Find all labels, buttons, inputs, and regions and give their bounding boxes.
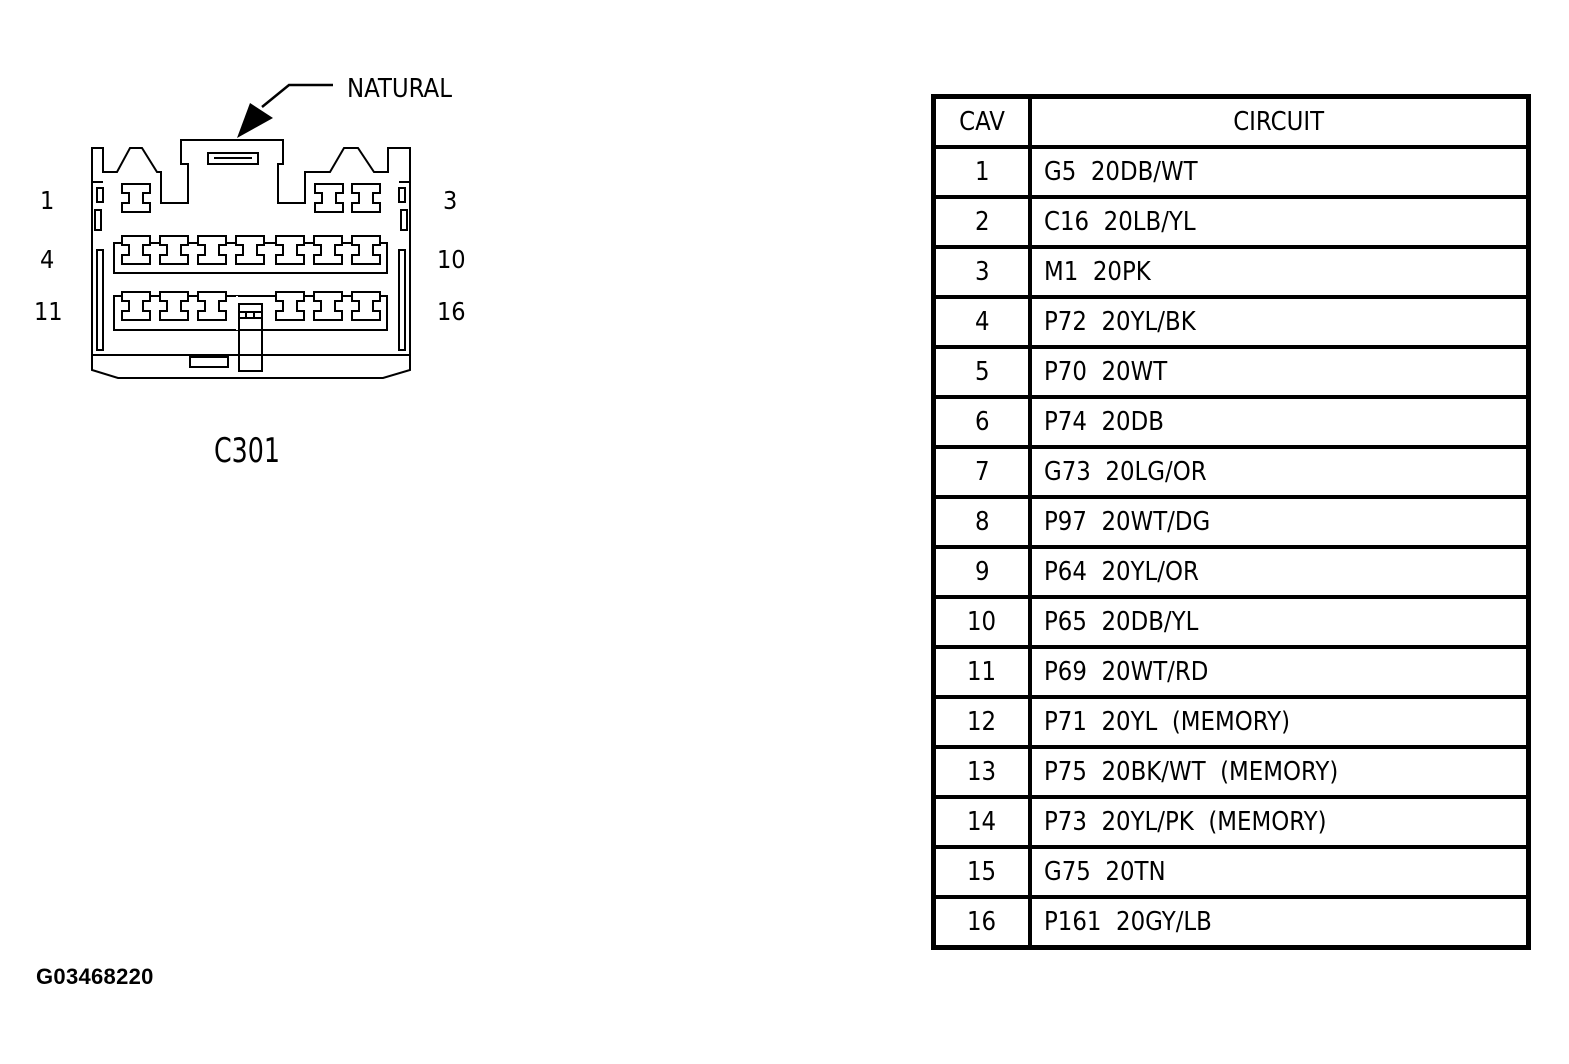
circuit-cell: P72 20YL/BK — [1028, 295, 1531, 349]
terminal-cavity — [197, 291, 227, 321]
terminal-cavity — [121, 235, 151, 265]
circuit-cell: P70 20WT — [1028, 345, 1531, 399]
cavity-label-10: 10 — [437, 245, 466, 274]
terminal-cavity — [235, 235, 265, 265]
terminal-cavity — [313, 235, 343, 265]
circuit-cell: P65 20DB/YL — [1028, 595, 1531, 649]
circuit-cell: P64 20YL/OR — [1028, 545, 1531, 599]
circuit-cell: P161 20GY/LB — [1028, 895, 1531, 950]
cav-cell: 8 — [931, 495, 1032, 549]
circuit-cell: P74 20DB — [1028, 395, 1531, 449]
terminal-cavity — [159, 235, 189, 265]
cav-cell: 6 — [931, 395, 1032, 449]
circuit-cell: P75 20BK/WT (MEMORY) — [1028, 745, 1531, 799]
arrow-head — [237, 103, 273, 138]
leader-arrow — [261, 83, 333, 108]
circuit-cell: P71 20YL (MEMORY) — [1028, 695, 1531, 749]
terminal-cavity — [197, 235, 227, 265]
cav-cell: 1 — [931, 145, 1032, 199]
connector-name: C301 — [214, 431, 280, 471]
circuit-cell: G5 20DB/WT — [1028, 145, 1531, 199]
terminal-cavity — [275, 291, 305, 321]
cavity-label-4: 4 — [40, 245, 54, 274]
cavity-label-3: 3 — [443, 186, 457, 215]
terminal-cavity — [314, 183, 344, 213]
cavity-label-1: 1 — [40, 186, 54, 215]
circuit-cell: P73 20YL/PK (MEMORY) — [1028, 795, 1531, 849]
terminal-cavity — [313, 291, 343, 321]
circuit-cell: G75 20TN — [1028, 845, 1531, 899]
figure-id: G03468220 — [36, 964, 154, 989]
cav-cell: 10 — [931, 595, 1032, 649]
cavity-label-16: 16 — [437, 297, 466, 326]
connector-diagram: NATURAL 1 3 4 10 11 — [34, 74, 466, 471]
circuit-cell: G73 20LG/OR — [1028, 445, 1531, 499]
circuit-cell: M1 20PK — [1028, 245, 1531, 299]
table-header-row: CAV CIRCUIT — [931, 94, 1531, 149]
cav-cell: 13 — [931, 745, 1032, 799]
cavity-label-11: 11 — [34, 297, 63, 326]
cav-cell: 15 — [931, 845, 1032, 899]
terminal-cavity — [275, 235, 305, 265]
circuit-cell: P97 20WT/DG — [1028, 495, 1531, 549]
circuit-cell: C16 20LB/YL — [1028, 195, 1531, 249]
cav-cell: 4 — [931, 295, 1032, 349]
cav-cell: 5 — [931, 345, 1032, 399]
cav-cell: 2 — [931, 195, 1032, 249]
header-cav: CAV — [931, 94, 1032, 149]
cav-cell: 16 — [931, 895, 1032, 950]
cav-cell: 9 — [931, 545, 1032, 599]
cav-cell: 14 — [931, 795, 1032, 849]
terminal-cavities — [121, 183, 381, 321]
cav-cell: 3 — [931, 245, 1032, 299]
terminal-cavity — [121, 291, 151, 321]
connector-color-label: NATURAL — [347, 74, 452, 104]
terminal-cavity — [351, 291, 381, 321]
cav-cell: 7 — [931, 445, 1032, 499]
terminal-cavity — [351, 183, 381, 213]
cav-cell: 11 — [931, 645, 1032, 699]
cav-cell: 12 — [931, 695, 1032, 749]
terminal-cavity — [121, 183, 151, 213]
terminal-cavity — [351, 235, 381, 265]
terminal-cavity — [159, 291, 189, 321]
circuit-cell: P69 20WT/RD — [1028, 645, 1531, 699]
header-circuit: CIRCUIT — [1028, 94, 1531, 149]
